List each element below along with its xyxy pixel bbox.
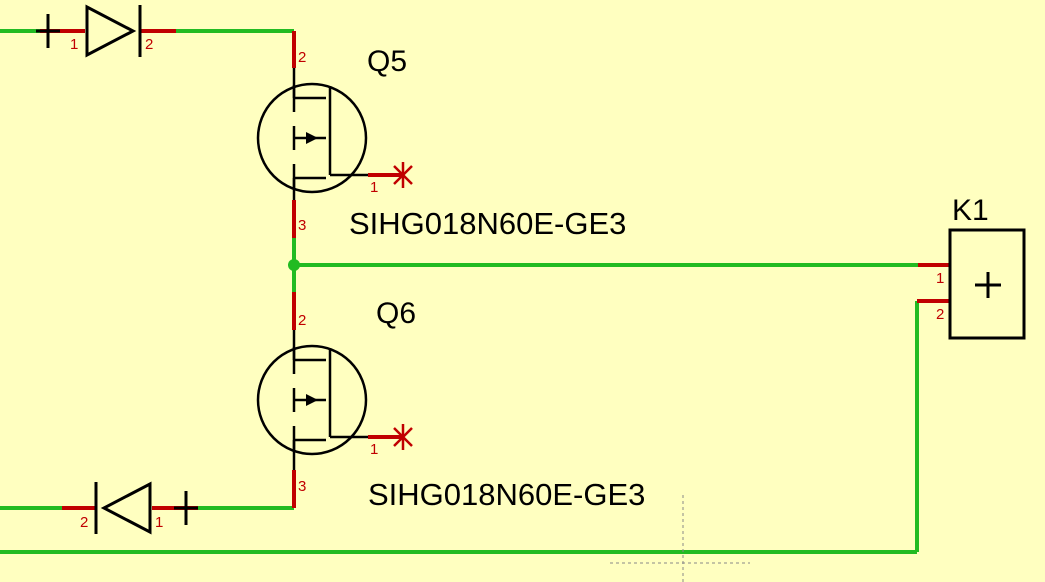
mosfet-q6-arrow [306, 394, 318, 406]
k1-pin-1: 1 [936, 270, 944, 287]
junction-dot [288, 259, 300, 271]
q6-value-label: SIHG018N60E-GE3 [368, 477, 645, 512]
q6-pin-gate: 1 [370, 441, 378, 458]
q6-pin-drain: 2 [298, 312, 306, 329]
q5-ref-label: Q5 [367, 45, 407, 78]
pin-stubs [40, 29, 950, 510]
q6-pin-source: 3 [298, 478, 306, 495]
q6-gate-nc-marker [393, 424, 413, 450]
diode-top[interactable] [36, 4, 142, 58]
q5-value-label: SIHG018N60E-GE3 [349, 206, 626, 241]
q5-pin-source: 3 [298, 217, 306, 234]
k1-pin-2: 2 [936, 306, 944, 323]
diode-bottom-pin-cathode: 2 [80, 514, 88, 531]
mosfet-q6[interactable] [256, 330, 368, 470]
q5-pin-drain: 2 [298, 49, 306, 66]
cursor-crosshair [610, 495, 750, 582]
diode-bottom-pin-anode: 1 [155, 514, 163, 531]
mosfet-q5-arrow [306, 132, 318, 144]
mosfet-q5[interactable] [256, 68, 368, 200]
q5-pin-gate: 1 [370, 179, 378, 196]
connector-k1[interactable] [948, 228, 1026, 340]
k1-ref-label: K1 [952, 194, 989, 227]
wires [0, 29, 919, 554]
diode-top-pin-cathode: 2 [145, 36, 153, 53]
q5-gate-nc-marker [393, 162, 413, 188]
q6-ref-label: Q6 [376, 297, 416, 330]
diode-bottom[interactable] [94, 481, 198, 535]
diode-top-pin-anode: 1 [70, 36, 78, 53]
